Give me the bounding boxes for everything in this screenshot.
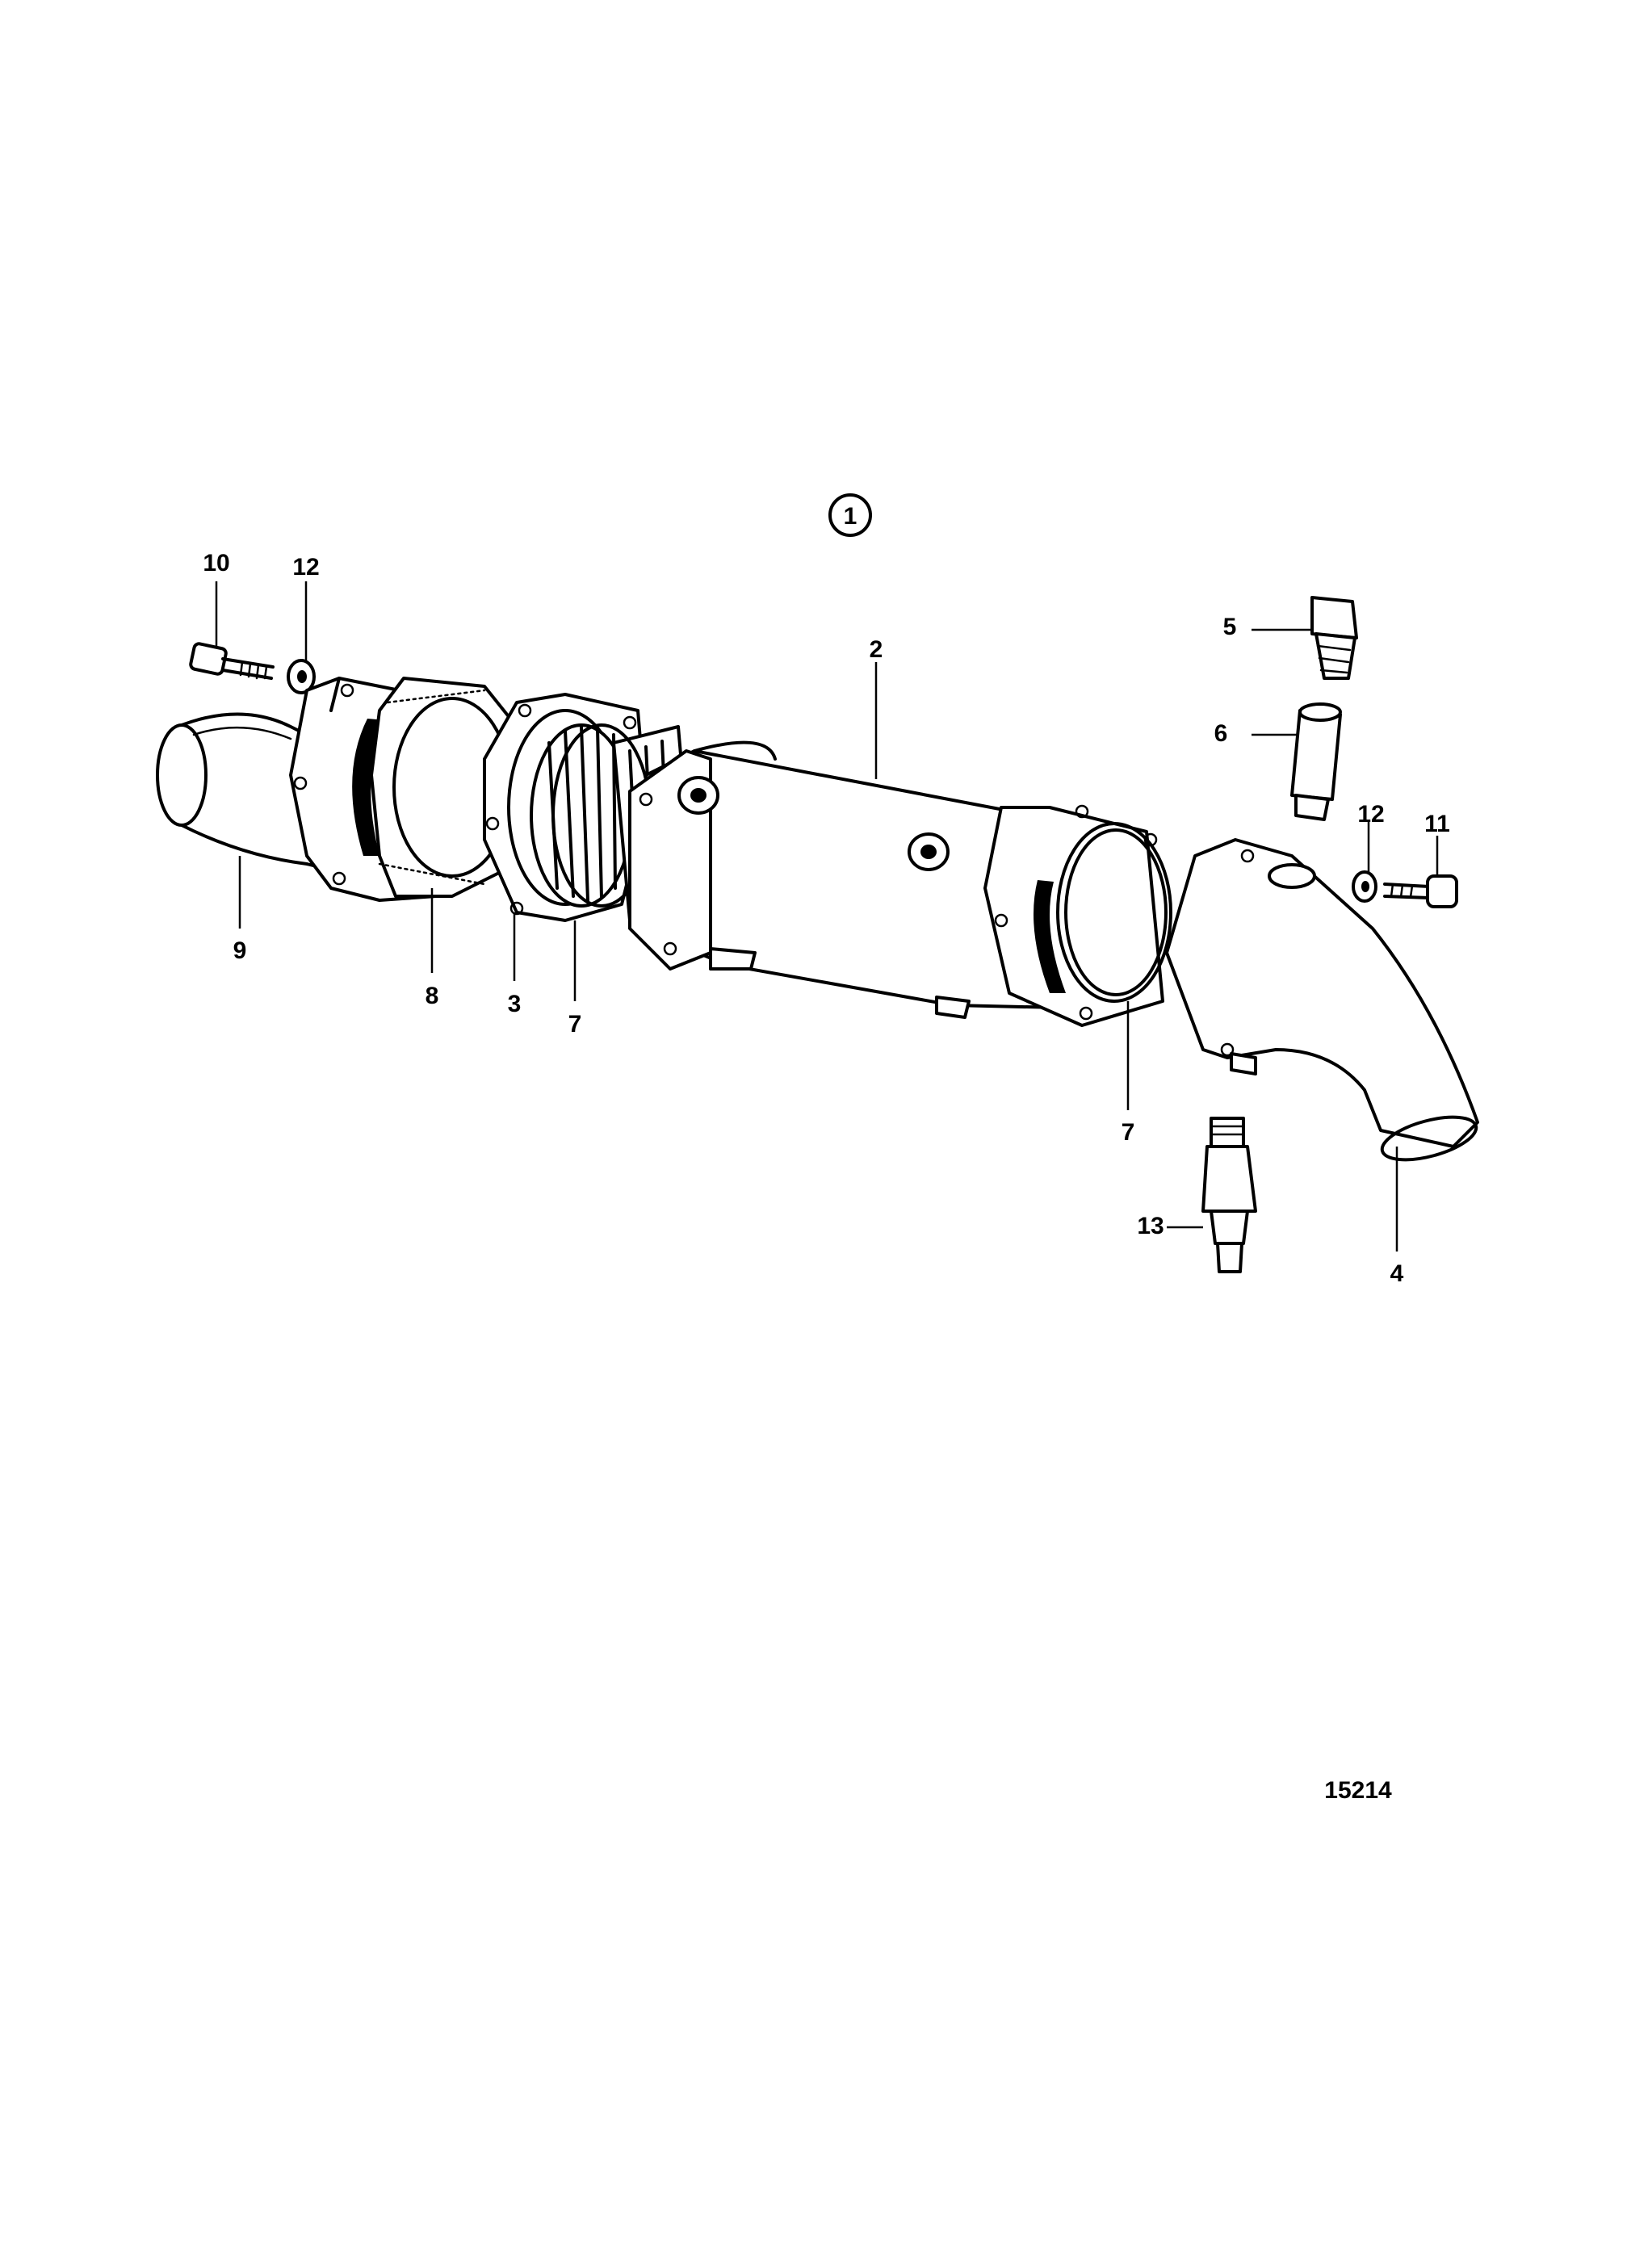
callout-10: 10 [203, 550, 229, 576]
callout-11: 11 [1424, 811, 1450, 837]
callout-6: 6 [1214, 720, 1228, 747]
cooler-housing-2 [628, 740, 1164, 1027]
washer-12-right [1352, 870, 1377, 903]
drawing-number: 15214 [1324, 1777, 1392, 1804]
bolt-11 [1383, 874, 1458, 908]
callout-7-left: 7 [568, 1011, 582, 1038]
callout-8: 8 [426, 983, 439, 1009]
adapter-6 [1290, 702, 1342, 821]
plug-5 [1310, 596, 1358, 680]
callout-9: 9 [233, 937, 247, 964]
callout-3: 3 [508, 991, 522, 1017]
bolt-10 [189, 642, 275, 680]
figure-marker: 1 [828, 493, 872, 537]
hose-connector-13 [1201, 1117, 1257, 1273]
callout-12-left: 12 [292, 554, 319, 581]
washer-12-left [287, 659, 316, 694]
callout-12-right: 12 [1357, 801, 1384, 828]
callout-4: 4 [1390, 1260, 1404, 1287]
figure-marker-number: 1 [844, 503, 857, 530]
callout-13: 13 [1137, 1213, 1164, 1239]
o-ring-7-right [1056, 822, 1172, 1003]
outlet-bend-4 [1165, 838, 1479, 1162]
callout-5: 5 [1223, 614, 1237, 640]
leader-lines [215, 581, 1439, 1251]
callout-2: 2 [870, 636, 883, 663]
callout-7-right: 7 [1122, 1119, 1135, 1146]
callout-labels: 10 12 2 5 6 12 11 9 8 3 7 7 13 4 [203, 550, 1450, 1287]
